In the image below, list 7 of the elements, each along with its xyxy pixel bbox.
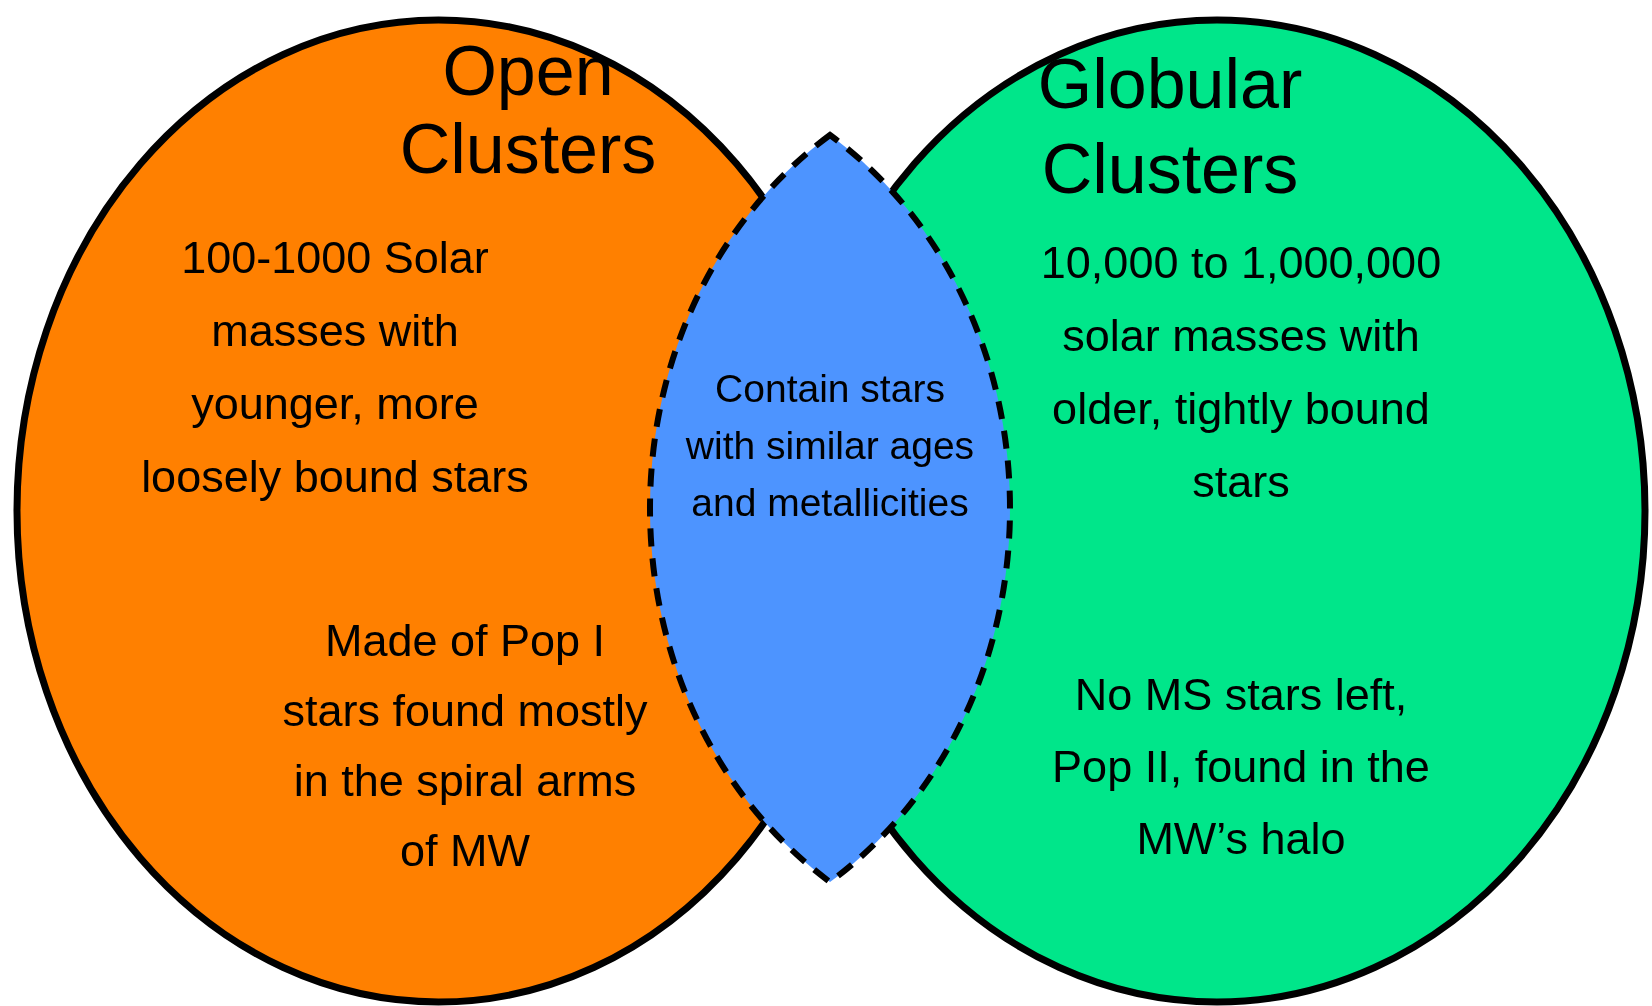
overlap-text: Contain stars with similar ages and metallicities [684, 366, 976, 526]
circle-text: 10,000 to 1,000,000 solar masses with older, tightly bound stars [1039, 236, 1443, 509]
circle-title: Globular Clusters [1036, 44, 1304, 210]
circle-text: 100-1000 Solar masses with younger, more loosely bound stars [140, 231, 530, 504]
circle-text: No MS stars left, Pop II, found in the MW’s halo [1051, 668, 1431, 866]
circle-text: Made of Pop I stars found mostly in the spiral arms of MW [281, 614, 649, 878]
circle-title: Open Clusters [398, 32, 658, 188]
